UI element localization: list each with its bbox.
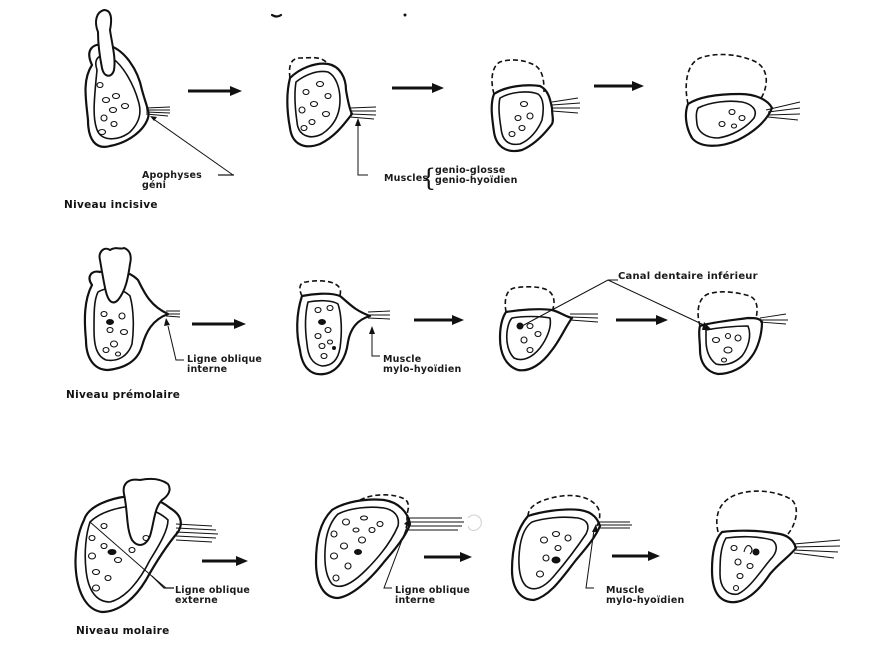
arrow-2-1 xyxy=(192,319,246,329)
premolaire-stage-4 xyxy=(697,291,788,376)
label-line-1: Ligne oblique xyxy=(187,354,263,365)
scan-artefact xyxy=(467,514,482,531)
label-muscle-mylo-hyoidien-molaire: Muscle mylo-hyoïdien xyxy=(606,586,684,606)
label-muscles: Muscles xyxy=(384,173,429,184)
row-title-molaire: Niveau molaire xyxy=(76,625,170,637)
canal-leader-lines xyxy=(521,279,707,327)
label-apophyses-geni: Apophyses géni xyxy=(142,171,202,191)
label-ligne-oblique-externe: Ligne oblique externe xyxy=(175,586,250,606)
molaire-stage-2 xyxy=(314,494,464,600)
muscles-brace: { xyxy=(421,164,437,192)
label-line-2: interne xyxy=(395,595,436,606)
molar-tooth xyxy=(122,477,171,546)
label-line-1: Ligne oblique xyxy=(175,585,251,596)
header-dot xyxy=(403,13,407,17)
molaire-stage-3 xyxy=(510,494,632,602)
header-mark xyxy=(270,13,283,18)
label-muscle-list: genio-glosse genio-hyoïdien xyxy=(435,166,518,186)
label-line-1: Muscle xyxy=(383,354,422,365)
label-ligne-oblique-interne-molaire: Ligne oblique interne xyxy=(395,586,470,606)
incisive-stage-1 xyxy=(84,9,234,176)
arrow-3-1 xyxy=(202,556,248,566)
label-line-1: Ligne oblique xyxy=(395,585,471,596)
arrow-1-3 xyxy=(594,81,644,91)
premolaire-stage-2 xyxy=(296,280,391,376)
label-canal-dentaire: Canal dentaire inférieur xyxy=(618,271,758,282)
label-line-2: interne xyxy=(187,364,228,375)
arrow-3-2 xyxy=(424,552,472,562)
premolar-tooth xyxy=(98,247,132,304)
molaire-stage-4 xyxy=(710,490,841,604)
row-title-premolaire: Niveau prémolaire xyxy=(66,389,181,401)
incisive-stage-3 xyxy=(490,59,581,153)
arrow-3-3 xyxy=(612,551,660,561)
label-line-2: géni xyxy=(142,180,167,191)
premolaire-stage-1 xyxy=(83,247,184,372)
incisive-stage-4 xyxy=(684,53,801,147)
label-line-2: mylo-hyoïdien xyxy=(383,364,462,375)
muscle-genio-hyoidien: genio-hyoïdien xyxy=(435,175,518,186)
label-line-2: mylo-hyoïdien xyxy=(606,595,685,606)
row-title-incisive: Niveau incisive xyxy=(64,199,158,211)
apophyses-leader xyxy=(218,174,234,176)
incisor-tooth xyxy=(95,9,116,77)
incisive-stage-2 xyxy=(286,56,377,176)
externe-leader xyxy=(151,575,174,589)
premolaire-stage-3 xyxy=(498,286,599,372)
canal-dot xyxy=(106,319,114,325)
label-muscle-mylo-hyoidien: Muscle mylo-hyoïdien xyxy=(383,355,461,375)
label-line-2: externe xyxy=(175,595,218,606)
arrow-1-2 xyxy=(392,83,444,93)
label-line-1: Apophyses xyxy=(142,170,202,181)
label-line-1: Muscle xyxy=(606,585,645,596)
arrow-2-2 xyxy=(414,315,464,325)
arrow-1-1 xyxy=(188,86,242,96)
label-ligne-oblique-interne: Ligne oblique interne xyxy=(187,355,262,375)
arrow-2-3 xyxy=(616,315,668,325)
muscle-genio-glosse: genio-glosse xyxy=(435,165,506,176)
